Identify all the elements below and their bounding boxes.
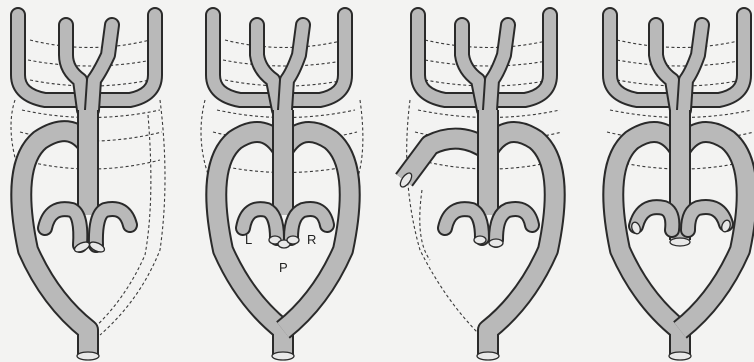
vessels: [18, 15, 155, 360]
vessels: [610, 15, 747, 360]
label-left: L: [245, 232, 252, 247]
panel-1: [11, 15, 165, 360]
vessels: [398, 15, 555, 360]
vessels: [213, 15, 350, 360]
panel-2: L R P: [201, 15, 363, 360]
label-pulmonary: P: [279, 260, 288, 275]
panel-4: [607, 15, 754, 360]
panel-3: [398, 15, 562, 360]
label-right: R: [307, 232, 316, 247]
